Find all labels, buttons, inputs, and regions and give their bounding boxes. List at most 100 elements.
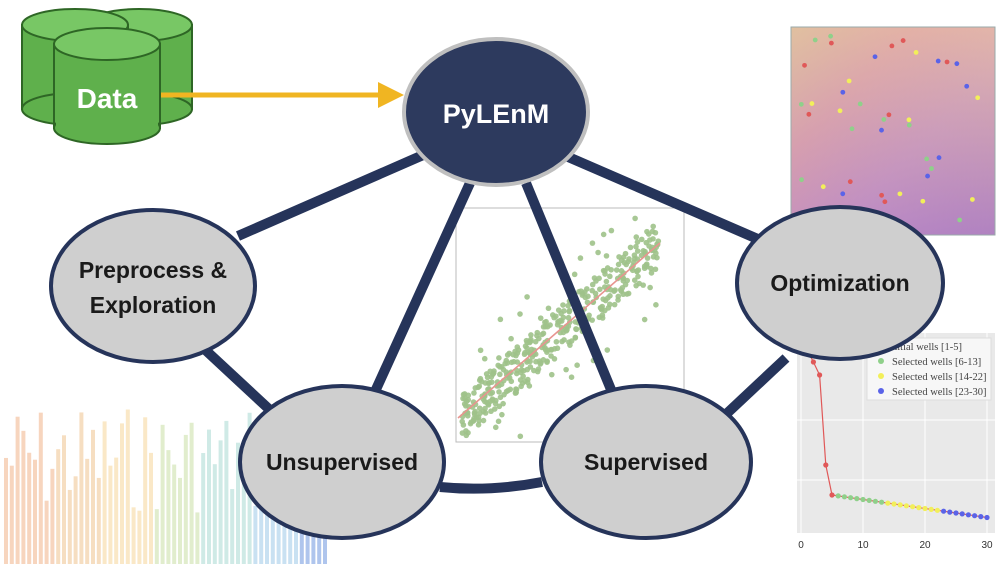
scatter-point — [518, 383, 524, 390]
thumbnail-bar — [73, 476, 78, 564]
scatter-point — [618, 257, 625, 264]
well-plot-point — [934, 507, 941, 513]
preprocess-label-line1: Preprocess & — [79, 257, 227, 283]
thumbnail-bar — [131, 507, 136, 564]
scatter-point — [461, 391, 468, 397]
scatter-point — [540, 330, 547, 337]
thumbnail-bar — [27, 452, 32, 564]
scatter-point — [496, 389, 502, 395]
scatter-point — [638, 236, 645, 243]
scatter-point — [459, 418, 465, 425]
scatter-point — [644, 228, 650, 235]
scatter-point — [600, 296, 607, 302]
heatmap-dot — [954, 61, 960, 67]
module-preprocess: Preprocess & Exploration — [49, 208, 257, 364]
well-plot-point — [810, 359, 817, 365]
optimization-label: Optimization — [770, 270, 909, 296]
module-supervised: Supervised — [539, 384, 753, 540]
well-plot-point — [916, 505, 922, 511]
thumbnail-bar — [96, 477, 101, 564]
scatter-point — [618, 288, 625, 295]
heatmap-dot — [879, 192, 885, 198]
scatter-point — [647, 284, 653, 291]
well-plot-point — [922, 505, 928, 512]
well-plot-point — [872, 498, 879, 504]
workflow-edges — [196, 147, 790, 494]
scatter-point — [615, 293, 622, 300]
scatter-point — [653, 250, 659, 257]
thumbnail-bar — [224, 420, 229, 564]
thumbnail-bar — [67, 489, 72, 564]
scatter-point — [501, 391, 507, 398]
scatter-point — [510, 358, 517, 365]
thumbnail-bar — [160, 424, 165, 564]
well-plot-point — [854, 496, 860, 502]
scatter-point — [492, 424, 499, 431]
preprocess-label-line2: Exploration — [90, 292, 217, 318]
edge-unsupervised-supervised — [439, 477, 543, 494]
legend-entry: nitial wells [1-5] — [892, 342, 962, 353]
scatter-point — [553, 338, 560, 345]
heatmap-dot — [847, 179, 853, 185]
scatter-point — [590, 299, 597, 305]
scatter-point — [600, 231, 607, 238]
scatter-point — [647, 237, 653, 243]
scatter-point — [633, 282, 639, 289]
scatter-point — [632, 215, 638, 222]
scatter-point — [633, 234, 640, 240]
scatter-point — [572, 319, 579, 325]
scatter-point — [641, 263, 648, 270]
well-plot-point — [860, 496, 866, 503]
scatter-point — [607, 273, 613, 280]
scatter-point — [605, 295, 611, 301]
heatmap-dot — [857, 101, 863, 107]
scatter-point — [577, 255, 584, 261]
scatter-point — [524, 345, 530, 351]
scatter-point — [652, 229, 659, 236]
scatter-point — [524, 294, 530, 300]
heatmap-dot — [924, 156, 930, 162]
heatmap-dot — [906, 117, 912, 123]
thumbnail-bar — [91, 429, 95, 564]
scatter-point — [597, 286, 603, 293]
heatmap-dot — [969, 197, 975, 202]
scatter-point — [531, 367, 537, 374]
legend-marker — [878, 358, 884, 364]
heatmap-dot — [929, 166, 934, 171]
scatter-point — [579, 292, 586, 298]
thumbnail-bar — [79, 412, 84, 564]
scatter-point — [528, 332, 534, 338]
scatter-point — [534, 332, 540, 339]
thumbnail-bar — [85, 458, 90, 564]
scatter-point — [595, 249, 601, 256]
scatter-point — [631, 252, 638, 259]
edge-hub-optimization — [564, 151, 762, 245]
thumbnail-bar — [230, 489, 235, 564]
heatmap-dot — [944, 59, 950, 65]
scatter-point — [573, 326, 580, 333]
scatter-point — [505, 387, 511, 394]
scatter-point — [652, 266, 659, 273]
well-plot-point — [978, 514, 984, 520]
heatmap-dot — [889, 43, 895, 49]
legend-entry: Selected wells [23-30] — [892, 387, 986, 398]
thumbnail-bar — [102, 421, 107, 564]
scatter-point — [615, 261, 622, 268]
well-plot-point — [959, 511, 965, 517]
scatter-point — [574, 362, 580, 368]
scatter-point — [599, 315, 606, 321]
heatmap-dot — [975, 95, 981, 101]
thumbnail-bar — [33, 459, 37, 564]
scatter-point — [596, 275, 602, 282]
thumbnail-bar — [265, 501, 269, 564]
scatter-point — [495, 418, 502, 425]
edge-optimization-supervised — [718, 354, 790, 422]
scatter-point — [499, 411, 505, 418]
heatmap-dot — [882, 199, 888, 205]
thumbnail-bar — [218, 440, 223, 564]
scatter-point — [477, 347, 484, 354]
thumbnail-bar — [236, 442, 240, 564]
heatmap-dot — [820, 184, 826, 190]
scatter-point — [543, 318, 549, 325]
